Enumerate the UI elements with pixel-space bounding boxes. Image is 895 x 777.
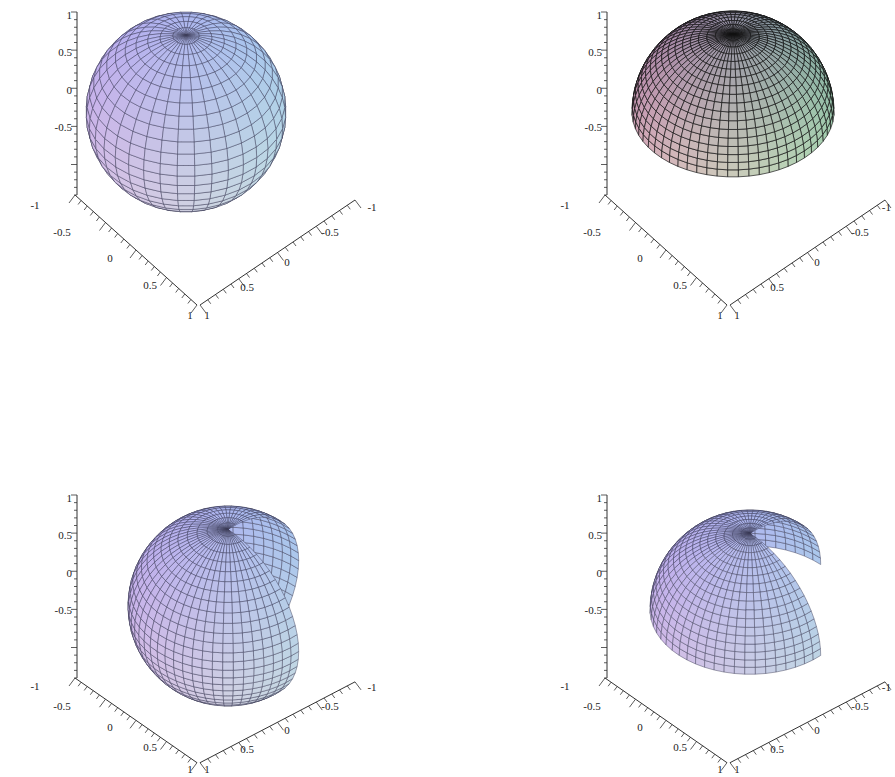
figure-stage: 10.50-0.5-1-0.500.5110.50-0.5-110.50-0.5… bbox=[0, 0, 895, 777]
